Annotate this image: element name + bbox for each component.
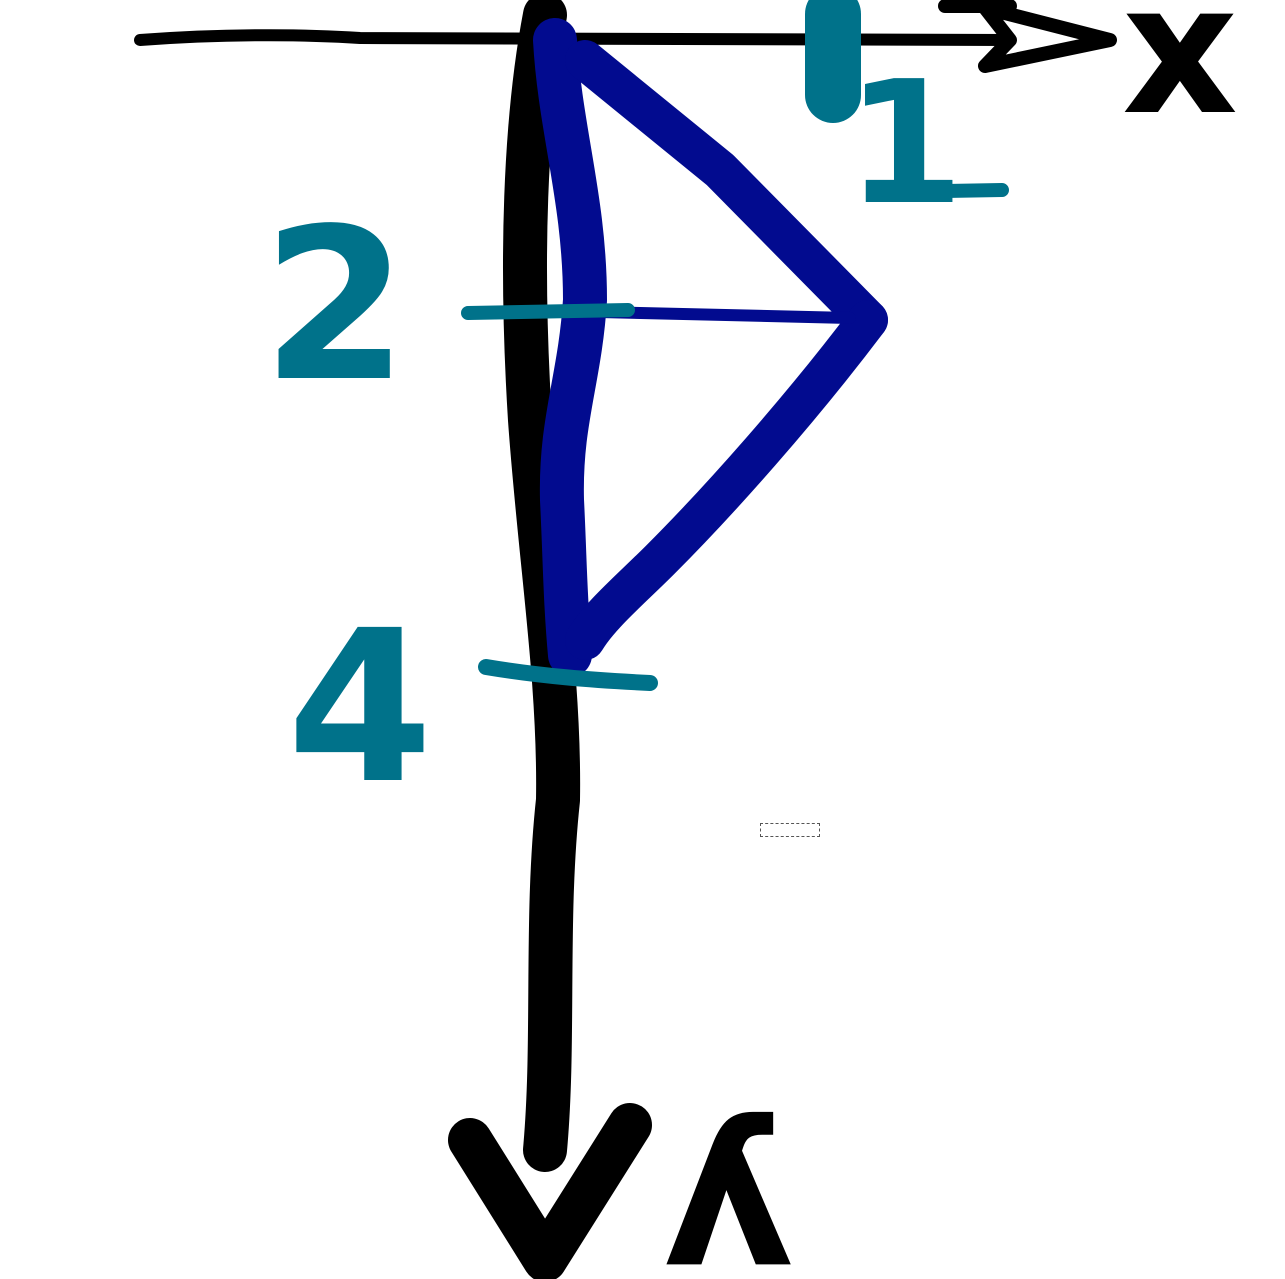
- tick-marks: [461, 0, 861, 691]
- tick-y-2: [461, 303, 635, 320]
- selection-marquee[interactable]: [760, 823, 820, 837]
- shape-left-edge: [533, 18, 607, 677]
- shape-upper-diagonal: [565, 40, 888, 340]
- axis-label-x: x: [1122, 0, 1238, 155]
- axis-label-y: y: [663, 1107, 793, 1279]
- tick-label-1-base: [881, 183, 1009, 199]
- shape-middle-line: [594, 306, 856, 324]
- x-axis-line: [134, 29, 1016, 46]
- tick-label-x-1: 1: [846, 45, 964, 243]
- tick-label-y-2: 2: [262, 183, 408, 428]
- x-axis-arrowhead: [978, 1, 1117, 73]
- x-axis: [134, 0, 1117, 73]
- axis-label-y-group: y: [663, 1107, 793, 1279]
- shape-lower-diagonal: [565, 300, 888, 660]
- tick-label-y-4: 4: [287, 585, 433, 830]
- blue-shape: [533, 18, 888, 677]
- tick-y-4: [478, 659, 658, 691]
- y-axis-arrowhead: [448, 1103, 652, 1279]
